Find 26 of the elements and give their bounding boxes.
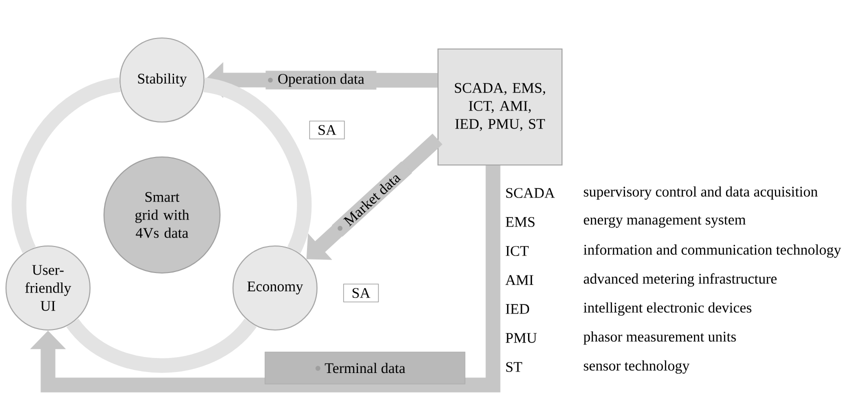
- abbreviation: IED: [506, 304, 530, 314]
- abbreviation: ICT: [506, 246, 529, 256]
- label-box: SA: [309, 120, 345, 140]
- system-box: SCADA, EMS, ICT, AMI, IED, PMU, ST: [437, 48, 563, 166]
- ring-segment: [66, 318, 256, 373]
- edge-label: Terminal data: [264, 352, 466, 384]
- ring-segment: [12, 77, 122, 252]
- abbreviation: ST: [506, 362, 522, 372]
- label-box: SA: [343, 284, 379, 302]
- ring-segment: [202, 78, 312, 253]
- definition: intelligent electronic devices: [584, 302, 752, 316]
- abbreviation: AMI: [505, 275, 534, 285]
- definition: sensor technology: [584, 360, 690, 374]
- definition: advanced metering infrastructure: [584, 273, 777, 287]
- arrow: [30, 166, 500, 392]
- definition: supervisory control and data acquisition: [584, 186, 818, 200]
- abbreviation: EMS: [506, 217, 534, 227]
- circle-node: Stability: [119, 37, 205, 123]
- abbreviation: PMU: [506, 333, 537, 343]
- abbreviation: SCADA: [506, 188, 555, 198]
- circle-node: User-friendly UI: [5, 245, 91, 331]
- circle-node: Economy: [232, 245, 318, 331]
- edge-label: Operation data: [266, 70, 376, 90]
- definition: phasor measurement units: [584, 331, 736, 345]
- definition: information and communication technology: [584, 244, 842, 258]
- definition: energy management system: [584, 216, 746, 228]
